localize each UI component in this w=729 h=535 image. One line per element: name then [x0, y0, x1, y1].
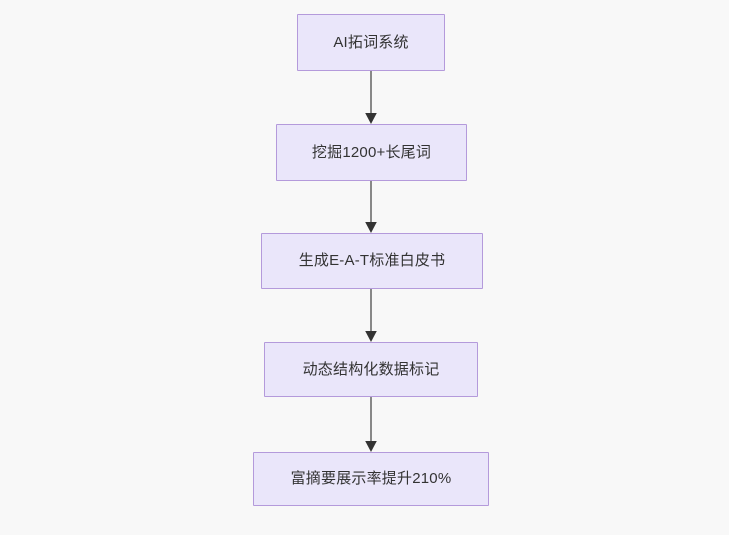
flowchart-node-generate-eat-whitepaper[interactable]: 生成E-A-T标准白皮书 — [261, 233, 483, 289]
flowchart-node-mine-longtail-keywords[interactable]: 挖掘1200+长尾词 — [276, 124, 467, 181]
edge-arrowhead-1 — [365, 113, 377, 124]
edge-arrowhead-4 — [365, 441, 377, 452]
flowchart-node-label: 挖掘1200+长尾词 — [311, 143, 432, 161]
edge-connector-4 — [365, 397, 377, 452]
flowchart-node-rich-snippet-impression-lift[interactable]: 富摘要展示率提升210% — [253, 452, 489, 506]
edge-arrowhead-2 — [365, 222, 377, 233]
flowchart-node-label: 富摘要展示率提升210% — [290, 470, 452, 487]
flowchart-node-label: AI拓词系统 — [333, 33, 409, 51]
edge-connector-1 — [365, 71, 377, 124]
edge-connector-3 — [365, 289, 377, 342]
flowchart-node-ai-keyword-system[interactable]: AI拓词系统 — [297, 14, 445, 71]
flowchart-node-label: 动态结构化数据标记 — [302, 360, 440, 378]
edge-arrowhead-3 — [365, 331, 377, 342]
flowchart-node-label: 生成E-A-T标准白皮书 — [298, 252, 446, 269]
flowchart-node-dynamic-structured-data-markup[interactable]: 动态结构化数据标记 — [264, 342, 478, 397]
edge-connector-2 — [365, 181, 377, 233]
